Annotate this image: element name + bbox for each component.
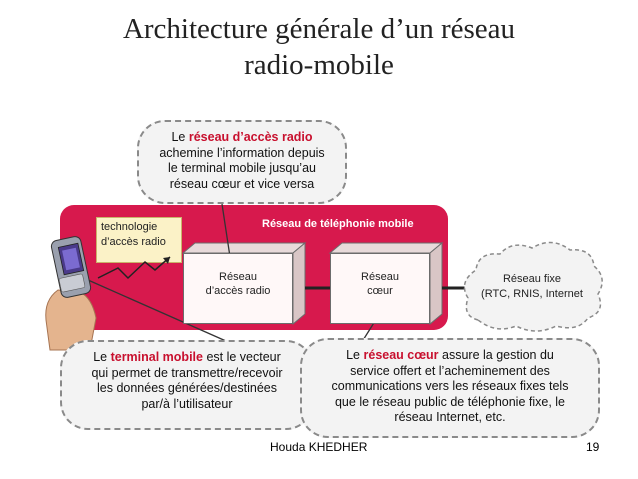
fixed-label-line1: Réseau fixe: [502, 273, 562, 285]
terminal-callout-line4: par/à l’utilisateur: [141, 396, 233, 411]
access-callout-prefix: Le: [171, 130, 189, 144]
core-network-box: Réseau cœur: [330, 253, 430, 324]
tech-label-line1: technologie: [101, 221, 158, 233]
core-callout-line4: que le réseau public de téléphonie fixe,…: [334, 394, 566, 409]
core-callout-highlight: réseau cœur: [363, 348, 439, 362]
terminal-callout: Le terminal mobile est le vecteur qui pe…: [60, 340, 314, 430]
core-network-callout: Le réseau cœur assure la gestion du serv…: [300, 338, 600, 438]
core-box-line2: cœur: [367, 285, 393, 297]
slide-title-line2: radio-mobile: [244, 49, 394, 81]
terminal-callout-prefix: Le: [93, 350, 111, 364]
core-callout-line5: réseau Internet, etc.: [394, 410, 506, 424]
slide-title-line1: Architecture générale d’un réseau: [122, 13, 516, 45]
footer-author: Houda KHEDHER: [270, 440, 368, 454]
terminal-callout-line3: les données générées/destinées: [97, 381, 277, 395]
terminal-callout-suffix: est le vecteur: [202, 350, 281, 364]
terminal-callout-highlight: terminal mobile: [110, 350, 203, 364]
access-box-line2: d’accès radio: [205, 285, 271, 297]
access-network-callout: Le réseau d’accès radio achemine l’infor…: [137, 120, 347, 204]
access-network-box: Réseau d’accès radio: [183, 253, 293, 324]
radio-tech-label: technologie d’accès radio: [96, 217, 182, 263]
access-callout-line2: achemine l’information depuis: [159, 145, 325, 160]
access-box-line1: Réseau: [219, 271, 257, 283]
fixed-label-line2: (RTC, RNIS, Internet: [481, 288, 583, 300]
fixed-network-label: Réseau fixe (RTC, RNIS, Internet: [462, 272, 602, 302]
band-title: Réseau de téléphonie mobile: [262, 218, 414, 230]
footer-page-number: 19: [586, 440, 600, 454]
terminal-callout-line2: qui permet de transmettre/recevoir: [91, 365, 283, 380]
access-callout-line4: réseau cœur et vice versa: [169, 176, 315, 191]
tech-label-line2: d’accès radio: [101, 236, 166, 248]
core-callout-line3: communications vers les réseaux fixes te…: [331, 379, 569, 393]
core-callout-suffix: assure la gestion du: [438, 348, 554, 362]
core-callout-line2: service offert et l’acheminement des: [350, 363, 550, 378]
access-callout-line3: le terminal mobile jusqu’au: [168, 161, 316, 175]
access-callout-highlight: réseau d’accès radio: [188, 130, 313, 144]
core-callout-prefix: Le: [346, 348, 364, 362]
core-box-line1: Réseau: [361, 271, 399, 283]
